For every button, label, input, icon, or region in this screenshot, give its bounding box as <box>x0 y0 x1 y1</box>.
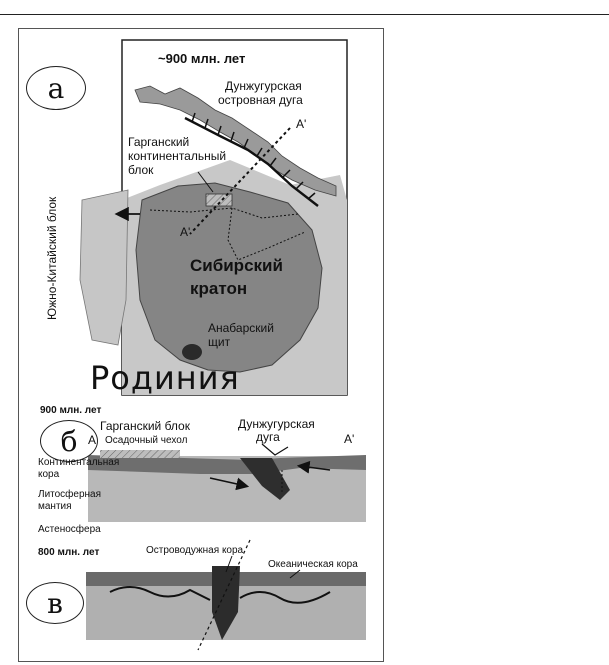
internal-boundary-2 <box>227 207 306 261</box>
page-header-rule <box>0 14 609 15</box>
plate-arrow-left <box>209 477 250 491</box>
arc-b-label-line2: дуга <box>256 430 280 444</box>
continental-crust-layer <box>88 455 366 474</box>
section-marker-top: A' <box>296 117 307 131</box>
panel-b-letter: б <box>40 420 98 462</box>
section-line-a-a <box>189 127 291 235</box>
craton-label-line1: Сибирский <box>190 256 283 275</box>
suture-trace <box>197 539 251 651</box>
panel-c-section <box>86 539 366 651</box>
panel-b-age: 900 млн. лет <box>40 405 102 416</box>
astheno-label: Астеносфера <box>38 524 101 535</box>
internal-boundary-1 <box>149 207 299 219</box>
oceanic-leader <box>289 569 301 579</box>
gargan-leader <box>197 171 214 193</box>
craton-label-line2: кратон <box>190 279 248 298</box>
arc-b-label-line1: Дунжугурская <box>238 417 315 431</box>
island-arc-strip <box>134 85 337 197</box>
crust-label-line2: кора <box>38 469 60 480</box>
south-china-label: Южно-Китайский блок <box>45 196 59 320</box>
panel-c-letter: в <box>26 582 84 624</box>
shield-label-line1: Анабарский <box>208 321 274 335</box>
fold-left <box>109 586 211 601</box>
arc-label-line2: островная дуга <box>218 93 303 107</box>
island-arc-leader <box>225 555 233 573</box>
subducting-slab <box>240 458 290 500</box>
panel-c-letter-text: в <box>47 586 63 620</box>
panel-a-letter-text: а <box>47 71 65 105</box>
section-b-marker-a: A <box>88 433 97 447</box>
suture-zone <box>212 566 240 640</box>
crust-label-line1: Континентальная <box>38 457 120 468</box>
panel-a-age: ~900 млн. лет <box>158 51 246 66</box>
gargan-label-line2: континентальный <box>128 149 227 163</box>
rodinia-label: Родиния <box>90 359 240 397</box>
panel-b-section <box>88 443 366 522</box>
gargan-label-line1: Гарганский <box>128 135 190 149</box>
litho-label-line2: мантия <box>38 501 72 512</box>
gargan-block-label: Гарганский блок <box>100 419 190 433</box>
fold-right <box>239 591 331 604</box>
panel-b-letter-text: б <box>60 424 78 458</box>
trench-teeth <box>191 112 316 200</box>
section-b-marker-a-prime: A' <box>344 432 355 446</box>
litho-label-line1: Литосферная <box>38 489 102 500</box>
panel-a-map <box>79 39 348 396</box>
siberian-craton <box>135 182 323 373</box>
arc-volcano <box>261 443 289 456</box>
arc-label-line1: Дунжугурская <box>225 79 302 93</box>
south-china-block <box>79 189 129 346</box>
gargan-label-line3: блок <box>128 163 154 177</box>
anabar-shield-patch <box>182 344 202 360</box>
plate-arrow-right <box>296 460 331 474</box>
panel-a-letter: а <box>26 66 86 110</box>
section-marker-bottom: A' <box>180 225 191 239</box>
gargan-block-patch <box>205 193 233 207</box>
sediment-label: Осадочный чехол <box>105 435 188 446</box>
island-arc-crust-label: Островодужная кора <box>146 545 244 556</box>
sediment-cover <box>100 450 180 458</box>
shield-label-line2: щит <box>208 335 231 349</box>
panel-c-age: 800 млн. лет <box>38 547 100 558</box>
oceanic-crust-label: Океаническая кора <box>268 559 358 570</box>
